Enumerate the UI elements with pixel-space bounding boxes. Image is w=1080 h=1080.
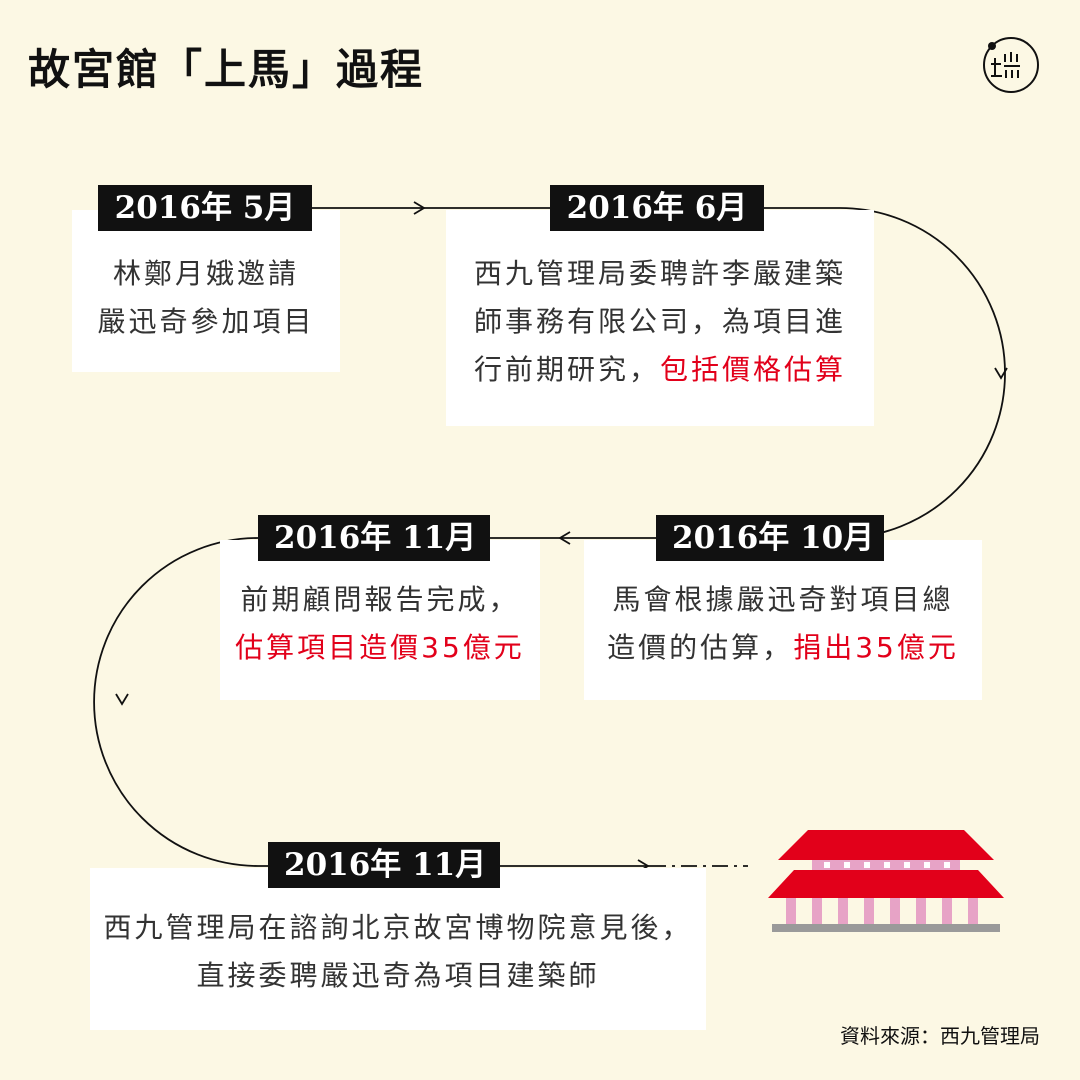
event-5-line-1: 西九管理局在諮詢北京故宮博物院意見後，: [103, 911, 693, 944]
event-box-3: 馬會根據嚴迅奇對項目總 造價的估算，捐出35億元: [584, 540, 982, 700]
event-2-line-2: 師事務有限公司，為項目進: [473, 305, 846, 338]
event-date-5: 2016年 11月: [268, 842, 500, 888]
palace-museum-icon: [768, 830, 1004, 932]
event-1-line-2: 嚴迅奇參加項目: [97, 305, 315, 338]
event-date-2: 2016年 6月: [550, 185, 764, 231]
event-3-line-2: 造價的估算，捐出35億元: [607, 631, 959, 664]
page-title: 故宮館「上馬」過程: [28, 45, 425, 94]
event-4-line-2: 估算項目造價35億元: [235, 631, 525, 664]
event-date-3: 2016年 10月: [656, 515, 884, 561]
event-3-line-1: 馬會根據嚴迅奇對項目總: [612, 583, 954, 616]
connector-4-5: [93, 537, 270, 867]
event-date-1: 2016年 5月: [98, 185, 312, 231]
arrow-left-icon: [558, 531, 571, 545]
event-1-line-1: 林鄭月娥邀請: [112, 257, 299, 290]
event-box-5: 西九管理局在諮詢北京故宮博物院意見後， 直接委聘嚴迅奇為項目建築師: [90, 868, 706, 1030]
event-2-line-1: 西九管理局委聘許李嚴建築: [473, 257, 846, 290]
event-5-line-2: 直接委聘嚴迅奇為項目建築師: [196, 959, 600, 992]
source-note: 資料來源：西九管理局: [840, 1024, 1040, 1048]
arrow-down-icon-2: [115, 693, 129, 706]
logo-icon: [983, 37, 1039, 93]
event-box-4: 前期顧問報告完成， 估算項目造價35億元: [220, 540, 540, 700]
event-2-line-3: 行前期研究，包括價格估算: [473, 353, 847, 386]
arrow-down-icon: [994, 367, 1008, 380]
event-box-2: 西九管理局委聘許李嚴建築 師事務有限公司，為項目進 行前期研究，包括價格估算: [446, 210, 874, 426]
event-4-line-1: 前期顧問報告完成，: [240, 583, 520, 616]
arrow-right-icon: [413, 201, 426, 215]
event-date-4: 2016年 11月: [258, 515, 490, 561]
event-box-1: 林鄭月娥邀請 嚴迅奇參加項目: [72, 210, 340, 372]
